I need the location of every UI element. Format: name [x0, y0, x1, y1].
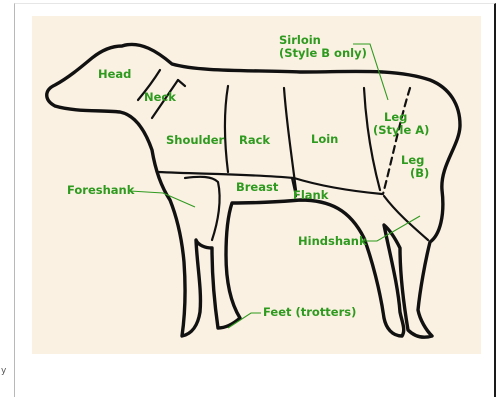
label-leg-b-line1: Leg: [401, 153, 424, 167]
label-hindshank: Hindshank: [298, 234, 367, 248]
label-leg-b-line2: (B): [410, 166, 429, 180]
label-feet: Feet (trotters): [263, 305, 356, 319]
label-sirloin-line1: Sirloin: [279, 33, 321, 47]
shoulder-rack-cut: [225, 86, 228, 172]
label-flank: Flank: [293, 188, 329, 202]
label-leg-a-line1: Leg: [384, 110, 407, 124]
neck-right-cut: [178, 80, 185, 86]
label-head: Head: [98, 67, 131, 81]
label-breast: Breast: [236, 180, 279, 194]
foreshank-leader: [130, 191, 195, 207]
loin-leg-cut: [364, 88, 380, 190]
label-leg-a-line2: (Style A): [373, 123, 429, 137]
label-sirloin-line2: (Style B only): [279, 46, 367, 60]
breast-top-cut: [158, 172, 294, 178]
label-shoulder: Shoulder: [166, 133, 225, 147]
foreshank-cut: [185, 177, 220, 240]
edge-mark: y: [1, 366, 6, 376]
sirloin-dashed-cut: [383, 88, 410, 194]
label-foreshank: Foreshank: [67, 183, 135, 197]
label-loin: Loin: [311, 132, 338, 146]
rack-loin-cut: [284, 88, 296, 190]
label-neck: Neck: [144, 90, 176, 104]
hindshank-leader: [364, 216, 420, 241]
feet-leader: [228, 313, 261, 328]
label-rack: Rack: [239, 133, 270, 147]
